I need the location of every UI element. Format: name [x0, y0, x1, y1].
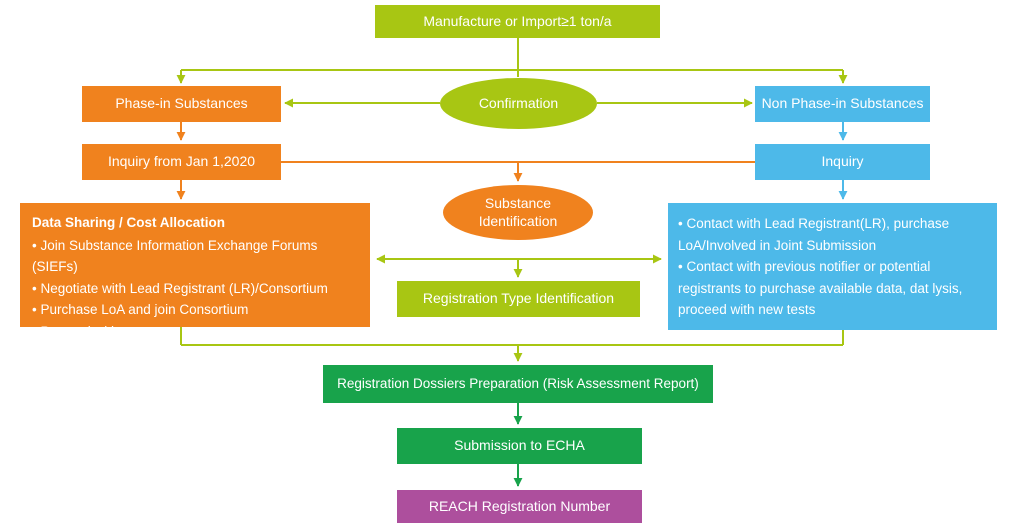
node-joint-submission-options: • Contact with Lead Registrant(LR), purc… — [668, 203, 997, 330]
node-inquiry: Inquiry — [755, 144, 930, 180]
connector-merge — [180, 327, 844, 346]
data-sharing-bullet: • Join Substance Information Exchange Fo… — [32, 237, 318, 275]
node-substance-identification: Substance Identification — [443, 185, 593, 240]
data-sharing-title: Data Sharing / Cost Allocation — [32, 215, 226, 230]
joint-submission-bullet: • Contact with previous notifier or pote… — [678, 259, 963, 318]
node-registration-type-identification: Registration Type Identification — [397, 281, 640, 317]
joint-submission-bullet: • Contact with Lead Registrant(LR), purc… — [678, 216, 950, 253]
node-phase-in-substances: Phase-in Substances — [82, 86, 281, 122]
node-confirmation: Confirmation — [440, 78, 597, 129]
node-manufacture-or-import: Manufacture or Import≥1 ton/a — [375, 5, 660, 38]
data-sharing-bullet: • Negotiate with Lead Registrant (LR)/Co… — [32, 280, 328, 296]
data-sharing-bullet: • Proceed with new tests — [32, 323, 180, 339]
node-reach-registration-number: REACH Registration Number — [397, 490, 642, 523]
node-registration-dossiers-preparation: Registration Dossiers Preparation (Risk … — [323, 365, 713, 403]
node-inquiry-from-jan-2020: Inquiry from Jan 1,2020 — [82, 144, 281, 180]
data-sharing-bullet: • Purchase LoA and join Consortium — [32, 302, 249, 318]
node-non-phase-in-substances: Non Phase-in Substances — [755, 86, 930, 122]
node-submission-to-echa: Submission to ECHA — [397, 428, 642, 464]
node-data-sharing-cost-allocation: Data Sharing / Cost Allocation • Join Su… — [20, 203, 370, 339]
connector-top-split — [181, 38, 843, 77]
